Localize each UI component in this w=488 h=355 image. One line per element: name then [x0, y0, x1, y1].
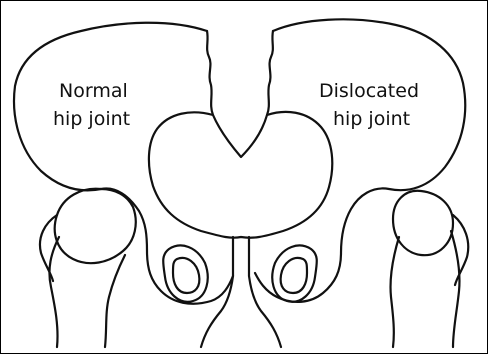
left-femur-shaft	[49, 237, 125, 347]
left-femoral-head	[55, 189, 136, 263]
right-iliac-wing	[255, 19, 465, 302]
label-dislocated-line2: hip joint	[333, 108, 410, 130]
label-dislocated-line1: Dislocated	[319, 80, 419, 102]
sacrum	[149, 112, 332, 238]
left-obturator-inner	[173, 258, 199, 293]
label-normal-line1: Normal	[59, 80, 128, 102]
label-normal-line2: hip joint	[53, 108, 130, 130]
pubic-symphysis-left	[201, 237, 233, 347]
right-femoral-head	[393, 191, 453, 255]
left-sacral-edge	[207, 31, 213, 115]
left-iliac-wing	[14, 23, 233, 304]
right-femur-shaft	[390, 231, 459, 347]
right-obturator-inner	[281, 258, 307, 293]
right-sacral-edge	[267, 31, 273, 115]
